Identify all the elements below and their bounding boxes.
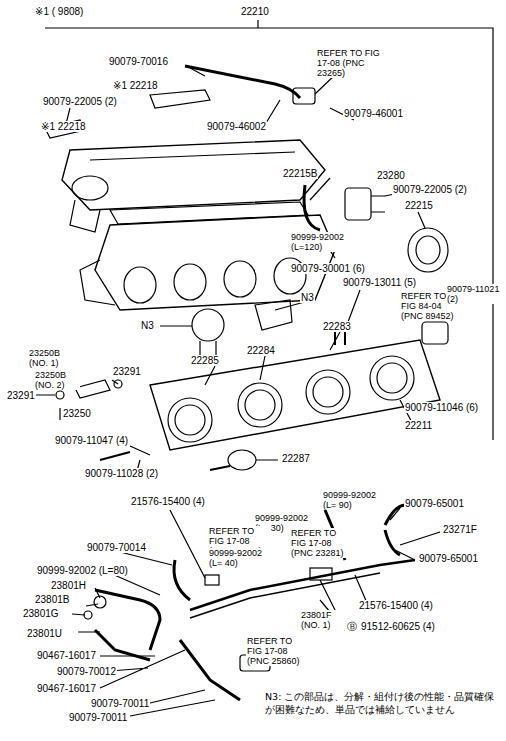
callout-number: 90079-70012: [56, 666, 117, 677]
callout-number: Ⓑ: [346, 621, 358, 632]
callout-number: 23291: [6, 390, 36, 401]
callout-number: 22285: [190, 355, 220, 366]
callout-number: 90079-11046 (6): [404, 402, 479, 413]
callout-number: 23801H: [50, 580, 87, 591]
callout-number: ※1 ( 9808): [34, 6, 84, 17]
callout-number: 90079-11047 (4): [54, 435, 129, 446]
reference-note: 90999-92002 (L= 40): [208, 548, 272, 568]
callout-number: 90079-70011: [68, 712, 128, 723]
callout-number: 22211: [404, 420, 433, 431]
callout-number: 90079-65001: [404, 498, 465, 509]
callout-number: 23250: [62, 408, 92, 419]
reference-note: 23250B (NO. 1): [28, 348, 74, 368]
callout-number: 22284: [246, 345, 276, 356]
callout-number: 21576-15400 (4): [358, 600, 434, 611]
callout-number: 22287: [281, 453, 311, 464]
callout-number: 22215: [404, 200, 434, 211]
callout-number: 23280: [376, 170, 406, 181]
callout-number: ※1 22218: [112, 80, 159, 91]
callout-number: 23801B: [34, 594, 70, 605]
note-text: N3: この部品は、分解・組付け後の性能・品質確保が困難なため、単品では補給して…: [264, 690, 502, 716]
callout-number: 90079-70014: [86, 542, 147, 553]
reference-note: REFER TO FIG 17-08 (PNC 25860): [246, 636, 310, 666]
callout-number: 90079-46002: [206, 121, 267, 132]
reference-note: 23801F (NO. 1): [300, 610, 348, 630]
callout-number: 23801G: [22, 608, 60, 619]
callout-number: 22215B: [282, 168, 318, 179]
callout-number: 90079-46001: [343, 108, 404, 119]
callout-number: 23291: [112, 366, 142, 377]
callout-number: 90079-70016: [108, 56, 169, 67]
callout-number: 90079-70011: [90, 698, 150, 709]
callout-number: 90079-22005 (2): [42, 96, 118, 107]
callout-number: 90079-30001 (6): [290, 263, 366, 274]
reference-note: 90999-92002 (L=120): [290, 232, 354, 252]
callout-number: 90079-65001: [418, 553, 479, 564]
callout-number: 23271F: [442, 524, 478, 535]
callout-number: 21576-15400 (4): [130, 496, 206, 507]
reference-note: 90079-11021 (2): [446, 284, 502, 304]
reference-note: REFER TO FIG 17-08 (PNC 23281): [290, 528, 352, 558]
reference-note: 23250B (NO. 2): [34, 370, 80, 390]
reference-note: REFER TO FIG 17-08 (PNC 23265): [316, 48, 382, 78]
callout-number: 23801U: [26, 628, 63, 639]
callout-number: 90079-13011 (5): [342, 277, 417, 288]
callout-number: 90467-16017: [36, 683, 97, 694]
callout-number: 90079-11028 (2): [84, 468, 159, 479]
callout-number: 22283: [322, 321, 352, 332]
callout-number: N3: [140, 320, 155, 331]
callout-number: 90467-16017: [36, 650, 97, 661]
reference-note: 90999-92002 (L= 90): [322, 490, 386, 510]
callout-number: 90999-92002 (L=80): [36, 565, 129, 576]
callout-number: 90079-22005 (2): [392, 184, 468, 195]
callout-number: 91512-60625 (4): [360, 621, 436, 632]
callout-number: 22210: [240, 6, 270, 17]
callout-number: ※1 22218: [40, 121, 87, 132]
callout-number: N3: [300, 292, 315, 303]
